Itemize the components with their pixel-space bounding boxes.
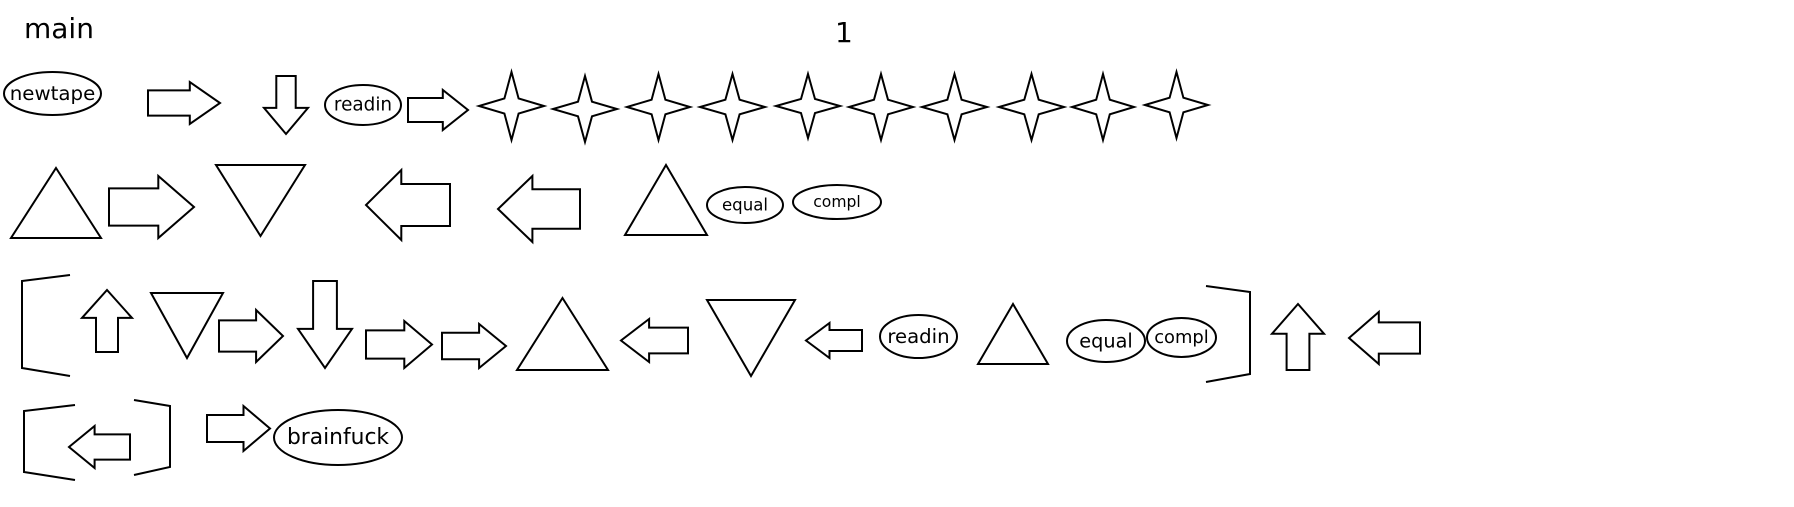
ellipse-outline	[706, 186, 784, 224]
function-call-label: equal	[722, 196, 768, 215]
star-icon	[696, 70, 769, 144]
function-call-label: readin	[334, 95, 392, 116]
arrow-right-icon	[407, 87, 470, 133]
arrow-up-icon	[79, 288, 135, 353]
function-call-node: equal	[1066, 319, 1146, 363]
arrow-right-icon	[147, 80, 222, 126]
function-call-node: newtape	[3, 71, 102, 116]
arrow-right-icon	[108, 173, 196, 241]
star-icon	[772, 70, 844, 142]
ellipse-outline	[3, 71, 102, 116]
program-title: main	[24, 12, 94, 45]
function-call-label: newtape	[10, 82, 96, 105]
bracket-open-icon	[21, 274, 71, 377]
arrow-right-icon	[206, 403, 272, 454]
token-layer: newtape readin equal compl readin equal compl b…	[3, 68, 1421, 481]
triangle-up-icon	[976, 302, 1050, 365]
function-call-node: compl	[1146, 317, 1217, 358]
function-call-label: readin	[887, 325, 949, 348]
arrow-up-icon	[1269, 302, 1327, 371]
star-icon	[623, 70, 694, 144]
arrow-down-icon	[261, 75, 311, 136]
arrow-left-icon	[619, 316, 689, 365]
star-icon	[918, 70, 991, 144]
triangle-up-icon	[515, 296, 610, 371]
ellipse-outline	[792, 184, 882, 220]
function-call-node: compl	[792, 184, 882, 220]
page-number: 1	[835, 16, 853, 49]
star-icon	[475, 68, 548, 144]
star-icon	[845, 70, 917, 144]
star-icon	[549, 72, 621, 146]
statement-row: brainfuck	[23, 399, 403, 481]
function-call-node: readin	[324, 84, 402, 126]
function-call-label: equal	[1079, 330, 1133, 353]
statement-row: newtape readin	[3, 68, 1212, 146]
arrow-right-icon	[218, 307, 285, 365]
function-call-node: equal	[706, 186, 784, 224]
function-call-label: compl	[1154, 327, 1209, 348]
arrow-left-icon	[67, 423, 131, 471]
function-call-node: readin	[879, 314, 958, 359]
arrow-down-icon	[296, 280, 354, 370]
ellipse-outline	[1146, 317, 1217, 358]
triangle-up-icon	[623, 163, 709, 236]
triangle-down-icon	[705, 299, 797, 378]
star-icon	[1141, 68, 1212, 142]
triangle-down-icon	[149, 292, 225, 361]
statement-row: equal compl	[9, 163, 882, 245]
arrow-left-icon	[1347, 309, 1421, 367]
ellipse-outline	[879, 314, 958, 359]
function-call-label: brainfuck	[287, 425, 389, 450]
function-call-node: brainfuck	[273, 409, 403, 466]
star-icon	[995, 70, 1068, 144]
triangle-up-icon	[9, 166, 103, 239]
arrow-left-icon	[496, 173, 581, 245]
arrow-right-icon	[441, 321, 508, 371]
arrow-right-icon	[365, 318, 434, 371]
arrow-left-icon	[364, 167, 451, 243]
ellipse-outline	[273, 409, 403, 466]
function-call-label: compl	[813, 193, 861, 211]
arrow-left-icon	[804, 321, 863, 360]
bracket-close-icon	[133, 399, 171, 476]
bracket-close-icon	[1205, 285, 1251, 383]
bracket-open-icon	[23, 404, 76, 481]
triangle-down-icon	[214, 164, 307, 238]
statement-row: readin equal compl	[21, 274, 1421, 383]
star-icon	[1068, 70, 1138, 144]
ellipse-outline	[324, 84, 402, 126]
ellipse-outline	[1066, 319, 1146, 363]
